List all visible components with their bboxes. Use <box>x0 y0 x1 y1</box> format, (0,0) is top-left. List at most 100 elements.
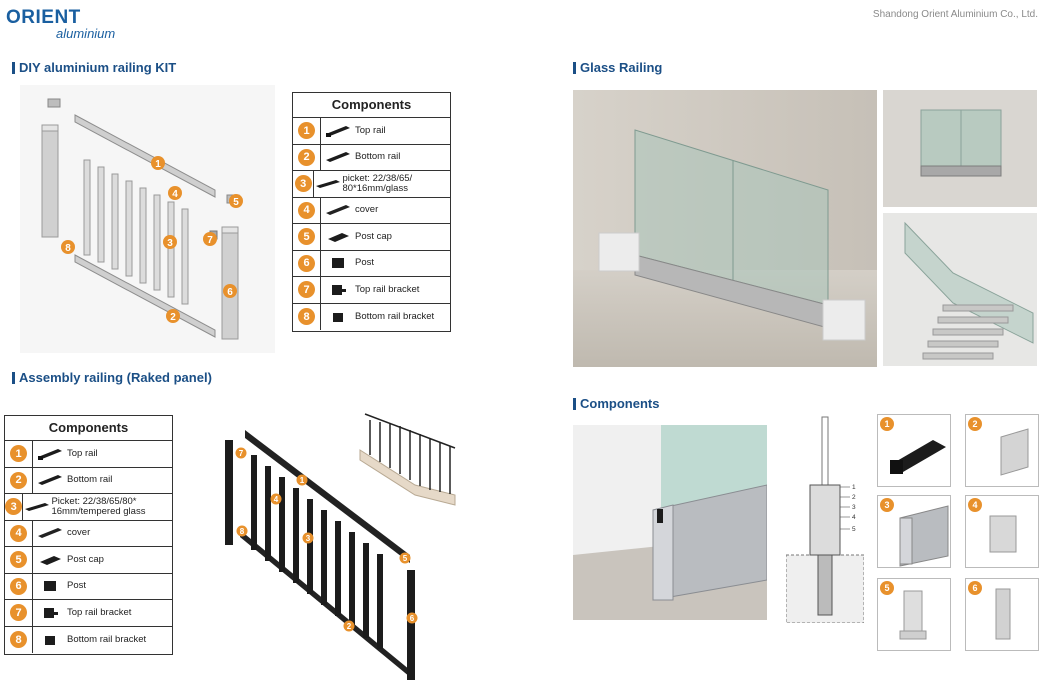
diy-callout-5: 5 <box>233 197 239 208</box>
diy-callout-7: 7 <box>207 235 213 246</box>
glass-stair-photo <box>883 213 1037 366</box>
row-label: picket: 22/38/65/ 80*16mm/glass <box>342 172 413 194</box>
section-title-assembly: Assembly railing (Raked panel) <box>12 370 212 385</box>
logo-bottom-text: aluminium <box>56 26 116 41</box>
number-badge: 5 <box>298 228 315 246</box>
component-thumb-5: 5 <box>877 578 951 651</box>
glass-railing-photo <box>573 90 877 367</box>
diy-callout-8: 8 <box>65 243 71 254</box>
number-badge: 8 <box>10 631 27 649</box>
table-row: 1 Top rail <box>293 118 450 145</box>
row-label: Post <box>355 257 375 269</box>
number-badge: 7 <box>10 604 27 622</box>
number-badge: 7 <box>298 281 315 299</box>
post-icon <box>321 256 355 270</box>
row-number-cell: 5 <box>5 547 33 573</box>
component-thumb-6: 6 <box>965 578 1039 651</box>
row-number-cell: 1 <box>293 118 321 144</box>
section-label-2: 2 <box>852 494 856 501</box>
diy-callout-3: 3 <box>167 238 173 249</box>
number-badge: 4 <box>298 201 315 219</box>
row-number-cell: 6 <box>293 250 321 276</box>
thumb-badge: 2 <box>968 417 982 431</box>
row-number-cell: 1 <box>5 441 33 467</box>
row-label: Top rail bracket <box>67 606 132 618</box>
section-drawing: 1 2 3 4 5 <box>786 416 864 623</box>
row-label: cover <box>67 527 91 539</box>
component-thumb-3: 3 <box>877 495 951 568</box>
cover-icon <box>33 526 67 540</box>
thumb-badge: 4 <box>968 498 982 512</box>
raked-panel-illustration: 1 2 3 4 5 6 7 8 <box>215 400 460 685</box>
table-row: 8 Bottom rail bracket <box>5 626 172 653</box>
row-number-cell: 8 <box>293 303 321 330</box>
company-logo: ORIENT aluminium <box>6 8 115 40</box>
number-badge: 8 <box>298 308 315 326</box>
number-badge: 1 <box>10 445 27 463</box>
top-rail-bracket-icon <box>321 283 355 297</box>
row-label: Picket: 22/38/65/80* 16mm/tempered glass <box>51 495 146 517</box>
section-title-components: Components <box>573 396 659 411</box>
section-title-glass: Glass Railing <box>573 60 662 75</box>
diy-callout-2: 2 <box>170 312 176 323</box>
raked-callout-6: 6 <box>410 614 415 623</box>
raked-callout-4: 4 <box>274 495 279 504</box>
thumb-badge: 6 <box>968 581 982 595</box>
number-badge: 5 <box>10 551 27 569</box>
table-row: 7 Top rail bracket <box>293 277 450 304</box>
row-label: cover <box>355 204 379 216</box>
row-number-cell: 3 <box>293 171 315 197</box>
diy-callout-1: 1 <box>155 159 161 170</box>
thumb-badge: 1 <box>880 417 894 431</box>
row-label: Top rail <box>67 447 98 459</box>
table-row: 6 Post <box>293 250 450 277</box>
picket-icon <box>23 500 51 514</box>
company-name: Shandong Orient Aluminium Co., Ltd. <box>872 9 1038 20</box>
section-title-diy: DIY aluminium railing KIT <box>12 60 176 75</box>
table-row: 3 picket: 22/38/65/ 80*16mm/glass <box>293 171 450 198</box>
row-number-cell: 5 <box>293 224 321 250</box>
raked-callout-8: 8 <box>240 527 245 536</box>
raked-callout-7: 7 <box>239 449 244 458</box>
row-label: Bottom rail bracket <box>67 633 147 645</box>
row-number-cell: 2 <box>5 467 33 493</box>
row-label: Post <box>67 580 87 592</box>
post-icon <box>33 579 67 593</box>
raked-callout-5: 5 <box>403 554 408 563</box>
section-label-3: 3 <box>852 504 856 511</box>
row-number-cell: 7 <box>293 277 321 303</box>
row-number-cell: 7 <box>5 600 33 626</box>
row-number-cell: 6 <box>5 573 33 599</box>
number-badge: 2 <box>298 148 315 166</box>
row-label: Top rail bracket <box>355 283 420 295</box>
row-number-cell: 2 <box>293 144 321 170</box>
top-rail-icon <box>321 124 355 138</box>
row-label: Post cap <box>67 553 104 565</box>
table-row: 7 Top rail bracket <box>5 600 172 627</box>
number-badge: 2 <box>10 471 27 489</box>
row-label: Bottom rail bracket <box>355 310 435 322</box>
number-badge: 3 <box>294 175 312 193</box>
raked-callout-3: 3 <box>306 534 311 543</box>
section-label-1: 1 <box>852 484 856 491</box>
glass-wall-photo <box>883 90 1037 207</box>
component-thumb-2: 2 <box>965 414 1039 487</box>
bottom-rail-bracket-icon <box>321 310 355 324</box>
logo-top-text: ORIENT <box>6 7 81 28</box>
bottom-rail-bracket-icon <box>33 633 67 647</box>
diy-kit-illustration: 1 2 3 4 5 6 7 8 <box>20 85 275 353</box>
number-badge: 6 <box>298 254 315 272</box>
diy-callout-6: 6 <box>227 287 233 298</box>
top-rail-bracket-icon <box>33 606 67 620</box>
row-label: Top rail <box>355 124 386 136</box>
picket-icon <box>314 177 342 191</box>
row-number-cell: 4 <box>293 197 321 223</box>
thumb-badge: 5 <box>880 581 894 595</box>
row-number-cell: 8 <box>5 626 33 653</box>
